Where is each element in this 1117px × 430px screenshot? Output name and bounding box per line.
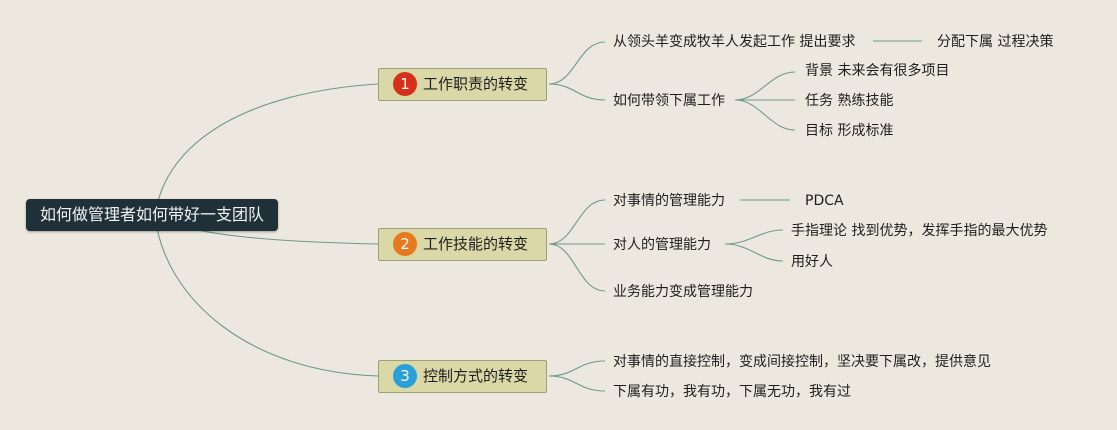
number-badge-1: 1 bbox=[393, 72, 417, 96]
root-topic[interactable]: 如何做管理者如何带好一支团队 bbox=[26, 199, 278, 231]
subtopic-2-3[interactable]: 业务能力变成管理能力 bbox=[613, 284, 753, 300]
subtopic-1-2-3[interactable]: 目标 形成标准 bbox=[805, 123, 894, 139]
root-topic-label: 如何做管理者如何带好一支团队 bbox=[39, 205, 264, 224]
number-badge-2: 2 bbox=[393, 232, 417, 256]
subtopic-1-2-1[interactable]: 背景 未来会有很多项目 bbox=[805, 63, 950, 79]
main-topic-2[interactable]: 2 工作技能的转变 bbox=[378, 228, 547, 261]
subtopic-1-2-2[interactable]: 任务 熟练技能 bbox=[805, 93, 894, 109]
subtopic-3-2[interactable]: 下属有功，我有功，下属无功，我有过 bbox=[613, 384, 851, 400]
main-topic-3[interactable]: 3 控制方式的转变 bbox=[378, 360, 547, 393]
subtopic-1-2[interactable]: 如何带领下属工作 bbox=[613, 93, 725, 109]
main-topic-1-label: 工作职责的转变 bbox=[423, 75, 529, 93]
subtopic-2-1-detail[interactable]: PDCA bbox=[805, 193, 844, 209]
number-badge-3: 3 bbox=[393, 364, 417, 388]
main-topic-2-label: 工作技能的转变 bbox=[423, 235, 529, 253]
subtopic-2-2-2[interactable]: 用好人 bbox=[791, 254, 833, 270]
subtopic-2-2[interactable]: 对人的管理能力 bbox=[613, 237, 711, 253]
main-topic-1[interactable]: 1 工作职责的转变 bbox=[378, 68, 547, 101]
subtopic-2-1[interactable]: 对事情的管理能力 bbox=[613, 193, 725, 209]
subtopic-1-1-detail[interactable]: 分配下属 过程决策 bbox=[937, 34, 1054, 50]
subtopic-1-1[interactable]: 从领头羊变成牧羊人发起工作 提出要求 bbox=[613, 34, 856, 50]
subtopic-2-2-1[interactable]: 手指理论 找到优势，发挥手指的最大优势 bbox=[791, 223, 1048, 239]
main-topic-3-label: 控制方式的转变 bbox=[423, 367, 529, 385]
subtopic-3-1[interactable]: 对事情的直接控制，变成间接控制，坚决要下属改，提供意见 bbox=[613, 354, 991, 370]
